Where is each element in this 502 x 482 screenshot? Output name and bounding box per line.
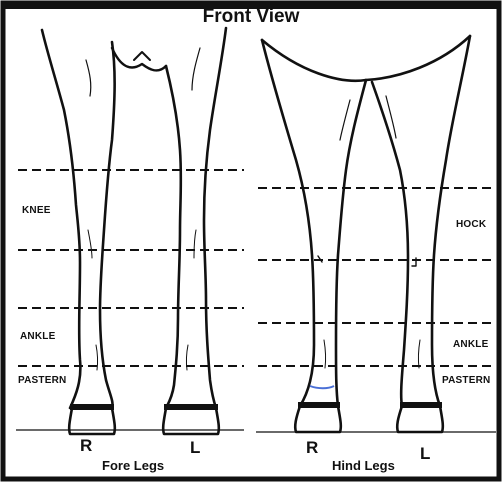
fore-pastern-label: PASTERN	[18, 375, 66, 386]
fore-knee-label: KNEE	[22, 205, 51, 216]
hind-legs-caption: Hind Legs	[332, 458, 395, 473]
hind-ankle-label: ANKLE	[453, 339, 488, 350]
hind-left-side-label: L	[420, 444, 430, 464]
page-title: Front View	[0, 6, 502, 28]
hind-pastern-label: PASTERN	[442, 375, 490, 386]
hind-right-hoof	[295, 406, 341, 432]
fore-right-coronet-band	[70, 404, 114, 410]
fore-right-knee-line	[88, 230, 92, 258]
hind-hock-label: HOCK	[456, 219, 486, 230]
hind-rump-curve	[262, 36, 470, 81]
hind-left-hoof	[397, 406, 443, 432]
hind-left-leg-inner	[372, 82, 408, 406]
fore-left-side-label: L	[190, 438, 200, 458]
hind-right-leg-outer	[262, 40, 314, 406]
fore-right-leg-inner	[100, 42, 115, 408]
fore-chest-notch	[134, 52, 150, 60]
hind-right-thigh-line	[340, 100, 350, 140]
fore-left-knee-line	[194, 230, 196, 258]
fore-legs-group	[42, 28, 226, 434]
fore-right-side-label: R	[80, 436, 92, 456]
hind-right-pastern-marker	[310, 386, 334, 388]
hind-right-side-label: R	[306, 438, 318, 458]
fore-chest-curve	[112, 48, 166, 70]
hind-legs-group	[262, 36, 470, 432]
fore-right-leg-outer	[42, 30, 80, 408]
fore-legs-caption: Fore Legs	[102, 458, 164, 473]
hind-left-coronet-band	[400, 402, 442, 408]
fore-right-muscle-line	[86, 60, 91, 96]
fore-left-leg-outer	[204, 28, 226, 408]
fore-left-leg-inner	[166, 66, 181, 408]
hind-right-ankle-line	[324, 340, 326, 368]
hind-right-coronet-band	[298, 402, 340, 408]
fore-ankle-label: ANKLE	[20, 331, 55, 342]
hind-right-leg-inner	[336, 80, 366, 406]
fore-left-muscle-line	[192, 48, 200, 90]
hind-left-ankle-line	[418, 340, 420, 368]
fore-left-coronet-band	[164, 404, 218, 410]
